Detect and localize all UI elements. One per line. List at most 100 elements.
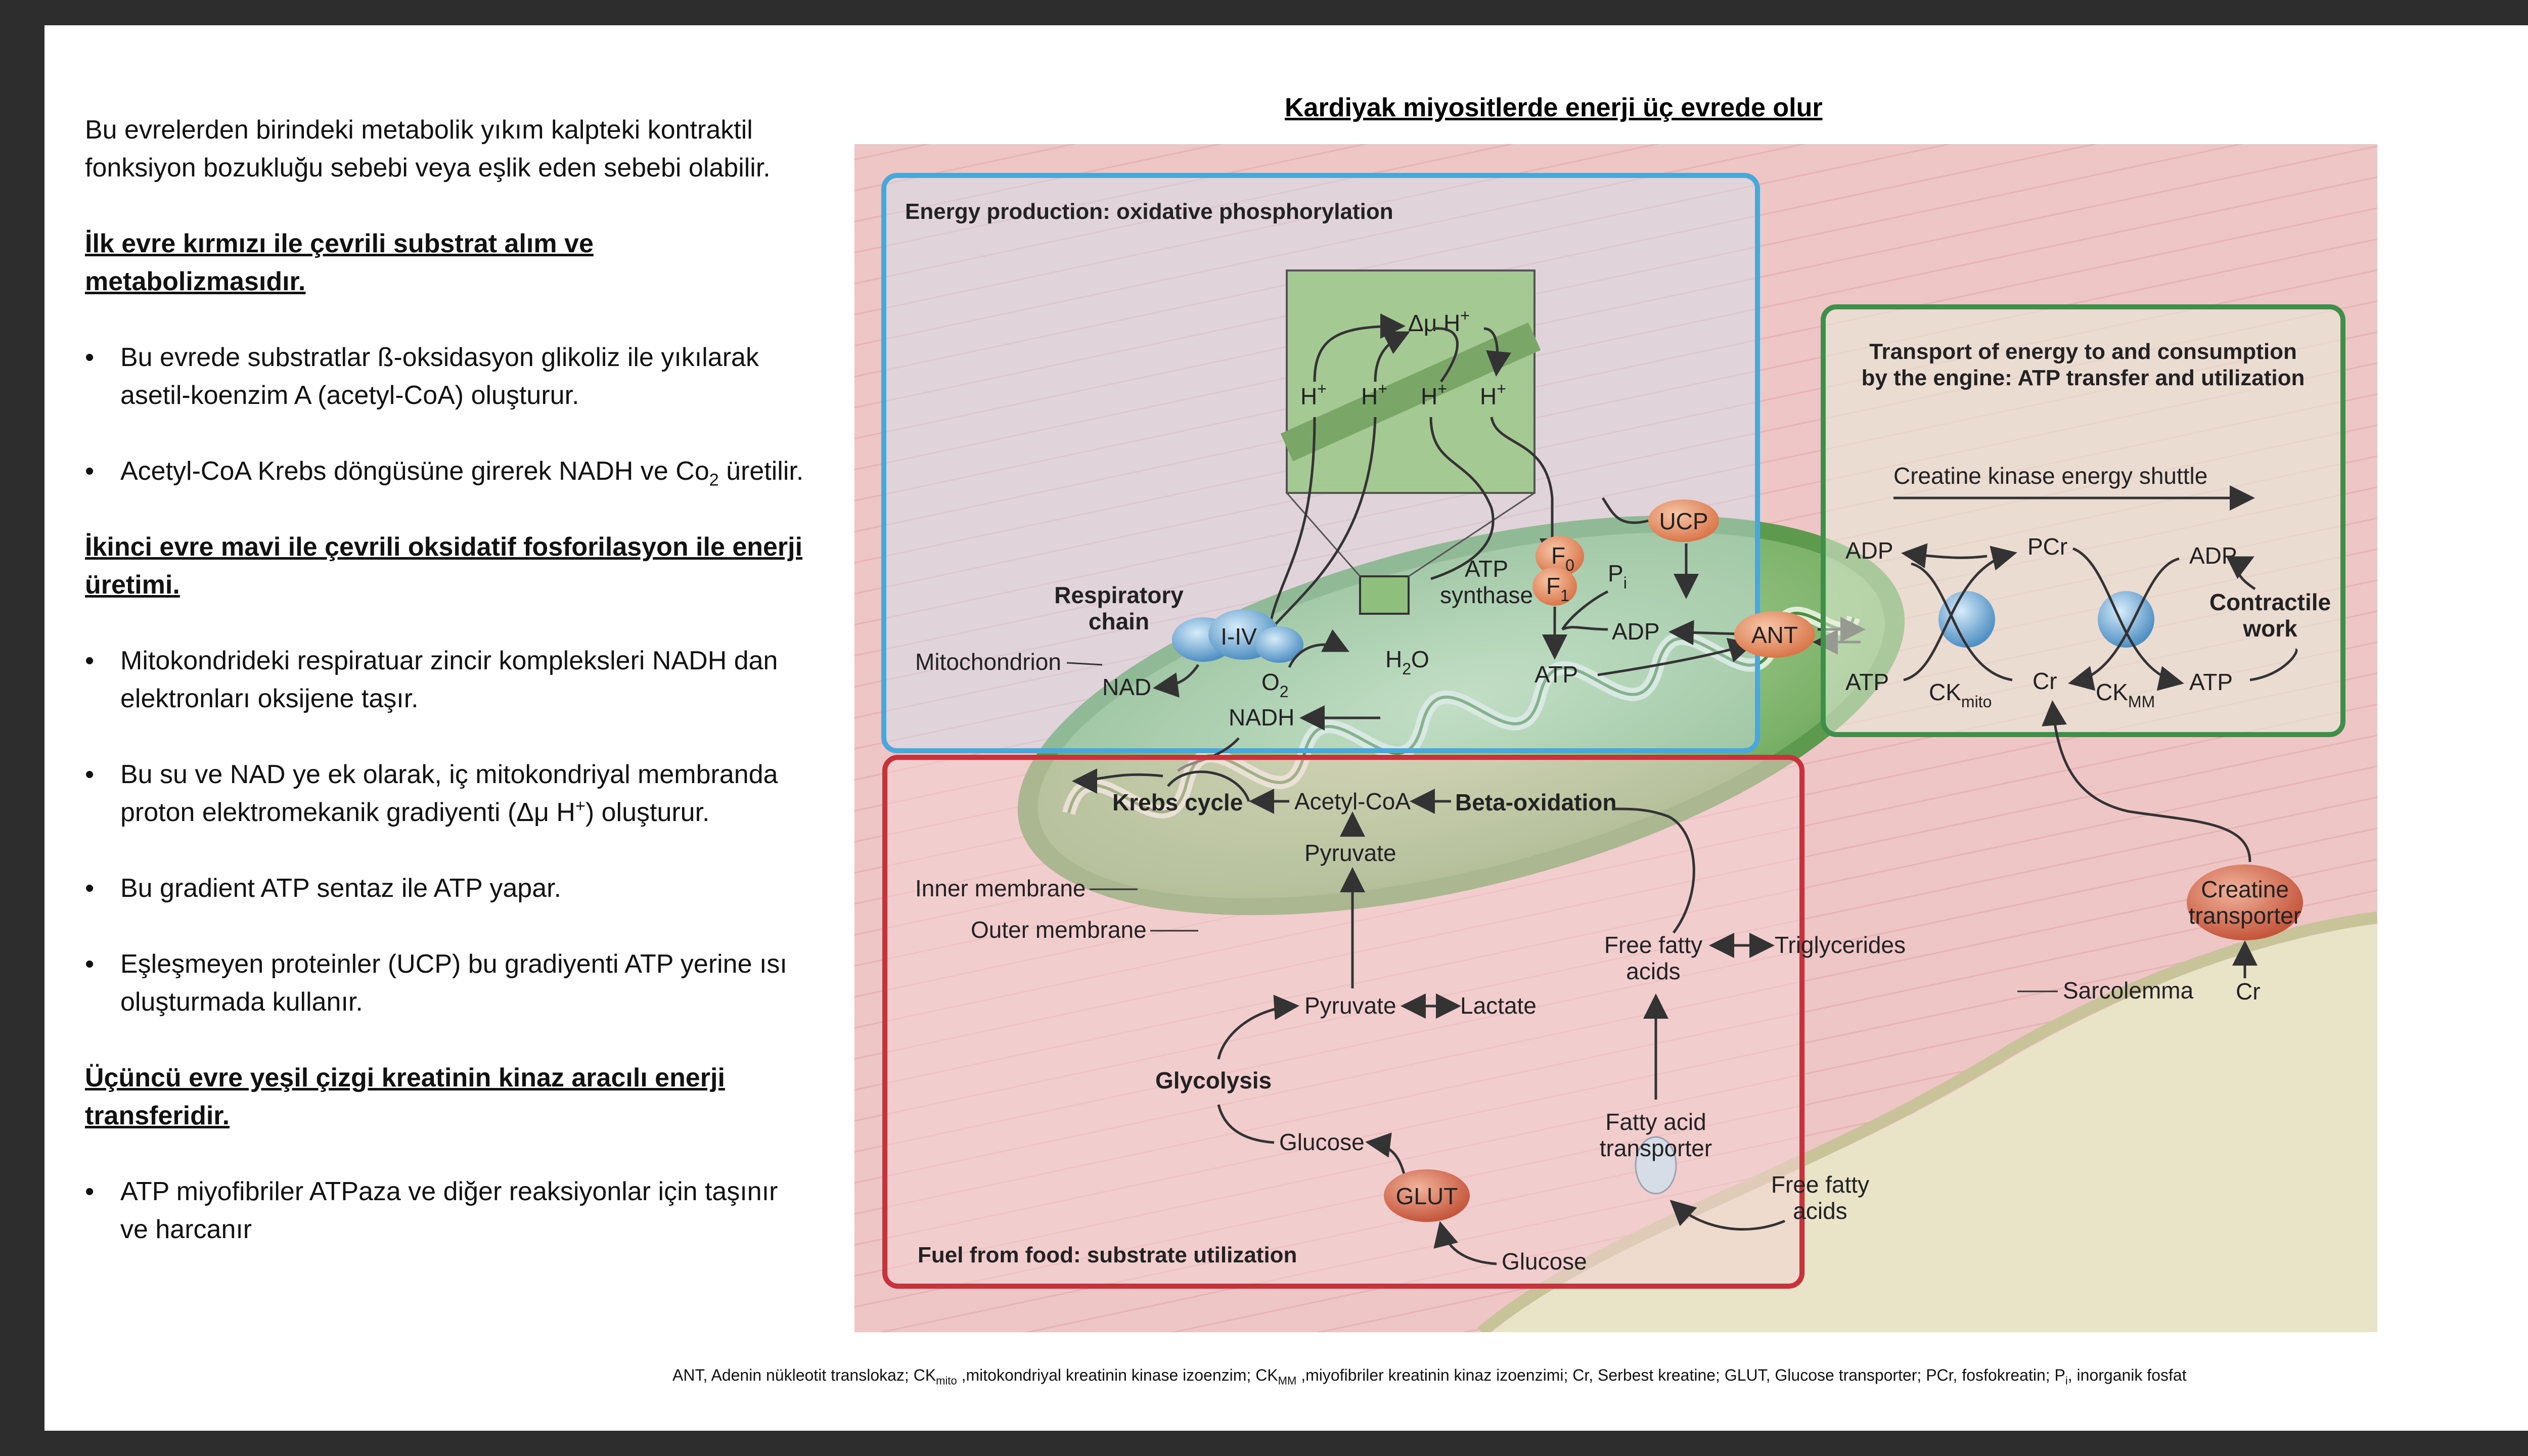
arrow [2249, 648, 2298, 681]
mitochondrion-pointer [1066, 662, 1103, 666]
footnote-text: ANT, Adenin nükleotit translokaz; CK [672, 1366, 936, 1384]
bullet-text: Eşleşmeyen proteinler (UCP) bu gradiyent… [120, 949, 787, 1017]
inset-callout-line [1286, 492, 1361, 577]
arrow [1433, 327, 1459, 383]
inset-callout-line [1408, 492, 1535, 577]
ck-mito-enzyme [1938, 591, 1995, 648]
stage2-bullet-4: • Eşleşmeyen proteinler (UCP) bu gradiyen… [85, 945, 808, 1021]
bullet-dot: • [85, 874, 95, 903]
bullet-dot: • [85, 949, 95, 979]
respiratory-chain-complex [1172, 609, 1303, 663]
arrow [1433, 1221, 1497, 1265]
bullet-dot: • [85, 343, 95, 372]
footnote: ANT, Adenin nükleotit translokaz; CKmito… [672, 1366, 2187, 1387]
atp-label: ATP [1534, 661, 1578, 688]
complex-label: I-IV [1221, 623, 1257, 650]
arrow [1217, 1104, 1275, 1144]
pyruvate-label: Pyruvate [1304, 992, 1396, 1019]
glycolysis-label: Glycolysis [1155, 1067, 1272, 1094]
outer-membrane-label: Outer membrane [971, 917, 1147, 943]
footnote-text: , inorganik fosfat [2067, 1366, 2187, 1384]
arrow [1901, 543, 1988, 569]
atp-synthase-f0 [1536, 536, 1584, 576]
stage3-bullet-1: •ATP miyofibriler ATPaza ve diğer reaksi… [85, 1173, 808, 1249]
bullet-dot: • [85, 760, 95, 789]
footnote-subscript: mito [936, 1374, 957, 1387]
arrow [1217, 994, 1299, 1060]
shuttle-label: Creatine kinase energy shuttle [1893, 463, 2207, 489]
stage1-bullet-1: • Bu evrede substratlar ß-oksidasyon glik… [85, 339, 808, 415]
bullet-text: Bu evrede substratlar ß-oksidasyon gliko… [120, 343, 759, 410]
stage1-heading: İlk evre kırmızı ile çevrili substrat al… [85, 229, 594, 296]
h-plus-label: H+ [1480, 380, 1506, 410]
bullet-dot: • [85, 457, 95, 486]
arrow [2042, 700, 2251, 862]
arrow [1374, 331, 1410, 382]
ant-label: ANT [1751, 622, 1798, 648]
glucose-label: Glucose [1279, 1129, 1365, 1155]
arrow [1429, 417, 1495, 580]
creatine-transporter [2187, 864, 2303, 940]
footnote-subscript: MM [1278, 1374, 1297, 1387]
inner-membrane-label: Inner membrane [915, 875, 1086, 901]
green-box-title-2: by the engine: ATP transfer and utilizat… [1862, 366, 2305, 390]
h2o-label: H2O [1385, 646, 1429, 678]
arrow [1288, 629, 1349, 668]
krebs-cycle-label: Krebs cycle [1112, 789, 1243, 815]
green-box-title-1: Transport of energy to and consumption [1869, 339, 2297, 364]
arrow [1601, 497, 1649, 524]
h-plus-label: H+ [1300, 380, 1327, 410]
ucp-label: UCP [1659, 508, 1708, 534]
bullet-text: Bu su ve NAD ye ek olarak, iç mitokondri… [120, 760, 778, 827]
nad-label: NAD [1102, 674, 1151, 700]
stage1-bullet-2: • Acetyl-CoA Krebs döngüsüne girerek NADH… [85, 452, 808, 490]
arrow [1483, 327, 1511, 377]
arrow [2072, 547, 2184, 691]
bullet-text-end: üretilir. [718, 457, 804, 486]
ck-mito-label: CKmito [1929, 679, 1992, 711]
f0-label: F0 [1551, 542, 1574, 574]
bullet-subscript: 2 [709, 470, 719, 490]
bullet-text: Bu gradient ATP sentaz ile ATP yapar. [120, 874, 562, 903]
arrow [1669, 1200, 1785, 1231]
red-box [882, 755, 1804, 1289]
o2-label: O2 [1261, 669, 1289, 701]
footnote-text: ,mitokondriyal kreatinin kinase izoenzim… [957, 1366, 1278, 1384]
slide-title: Kardiyak miyositlerde enerji üç evrede o… [1285, 93, 1823, 122]
arrow [1167, 770, 1250, 802]
bullet-superscript: + [575, 796, 585, 816]
stage2-heading: İkinci evre mavi ile çevrili oksidatif f… [85, 532, 803, 600]
arrow [1597, 638, 1754, 676]
pi-label: Pi [1608, 560, 1627, 592]
glut-transporter [1384, 1169, 1470, 1222]
adp-label: ADP [1845, 537, 1893, 564]
energy-diagram: Energy production: oxidative phosphoryla… [854, 144, 2377, 1332]
stage2-bullet-1: •Mitokondrideki respiratuar zincir kompl… [85, 642, 808, 718]
sarcolemma-label: Sarcolemma [2063, 977, 2194, 1004]
stage2-bullet-3: • Bu gradient ATP sentaz ile ATP yapar. [85, 870, 808, 907]
h-plus-label: H+ [1361, 380, 1387, 410]
arrow [1268, 417, 1316, 630]
mitochondrion-label: Mitochondrion [915, 649, 1061, 675]
blue-box-title: Energy production: oxidative phosphoryla… [905, 199, 1393, 224]
atp-synthase-f1 [1532, 567, 1577, 606]
atp-label: ATP [1845, 669, 1889, 695]
pcr-label: PCr [2027, 533, 2067, 560]
bullet-dot: • [85, 646, 95, 675]
inset-source-box [1359, 575, 1410, 615]
f1-label: F1 [1546, 573, 1569, 605]
bullet-text: Acetyl-CoA Krebs döngüsüne girerek NADH … [120, 457, 709, 486]
beta-oxidation-label: Beta-oxidation [1455, 789, 1616, 815]
arrow [1313, 313, 1406, 382]
left-text-panel: Bu evrelerden birindeki metabolik yıkım … [85, 111, 808, 1287]
arrow [1903, 545, 2017, 681]
footnote-text: ,miyofibriler kreatinin kinaz izoenzimi;… [1296, 1366, 2065, 1384]
ck-mm-label: CKMM [2096, 679, 2155, 711]
